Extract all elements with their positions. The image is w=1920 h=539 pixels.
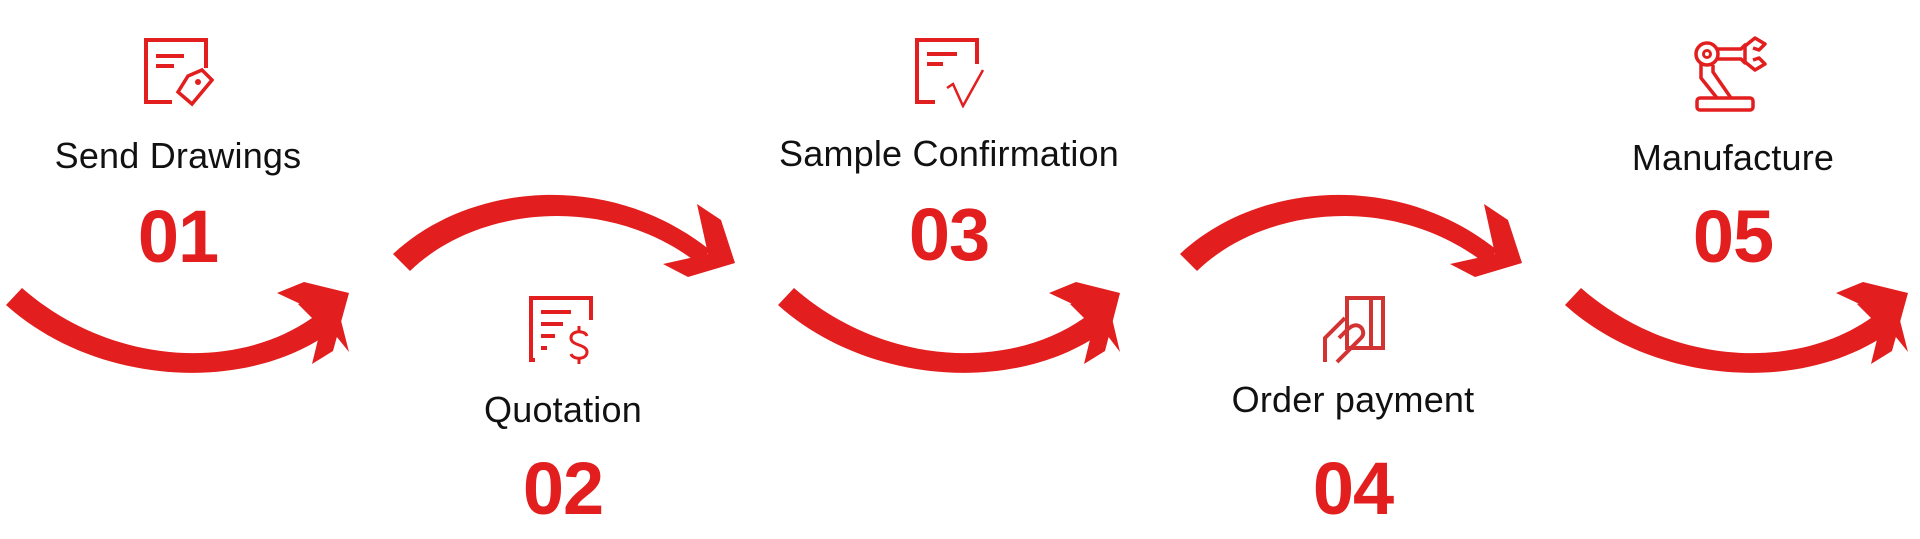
arrow-5-icon xyxy=(1565,282,1908,373)
step-number: 05 xyxy=(1692,195,1774,278)
arrow-2-icon xyxy=(393,194,735,277)
step-number: 01 xyxy=(137,195,219,278)
arrow-3-icon xyxy=(778,282,1120,373)
step-number: 02 xyxy=(522,447,604,530)
step-label: Send Drawings xyxy=(54,135,302,176)
step-label: Quotation xyxy=(484,389,642,430)
document-tag-icon xyxy=(142,36,214,108)
step-label: Manufacture xyxy=(1631,137,1835,178)
document-dollar-icon xyxy=(527,294,599,366)
arrow-1-icon xyxy=(6,282,349,373)
step-label: Order payment xyxy=(1231,379,1475,420)
step-number: 03 xyxy=(908,193,990,276)
step-number: 04 xyxy=(1312,447,1394,530)
arrow-4-icon xyxy=(1180,194,1522,277)
document-check-icon xyxy=(913,36,985,108)
hand-payment-icon xyxy=(1317,294,1389,366)
robotic-arm-icon xyxy=(1693,34,1773,114)
step-label: Sample Confirmation xyxy=(779,133,1119,174)
